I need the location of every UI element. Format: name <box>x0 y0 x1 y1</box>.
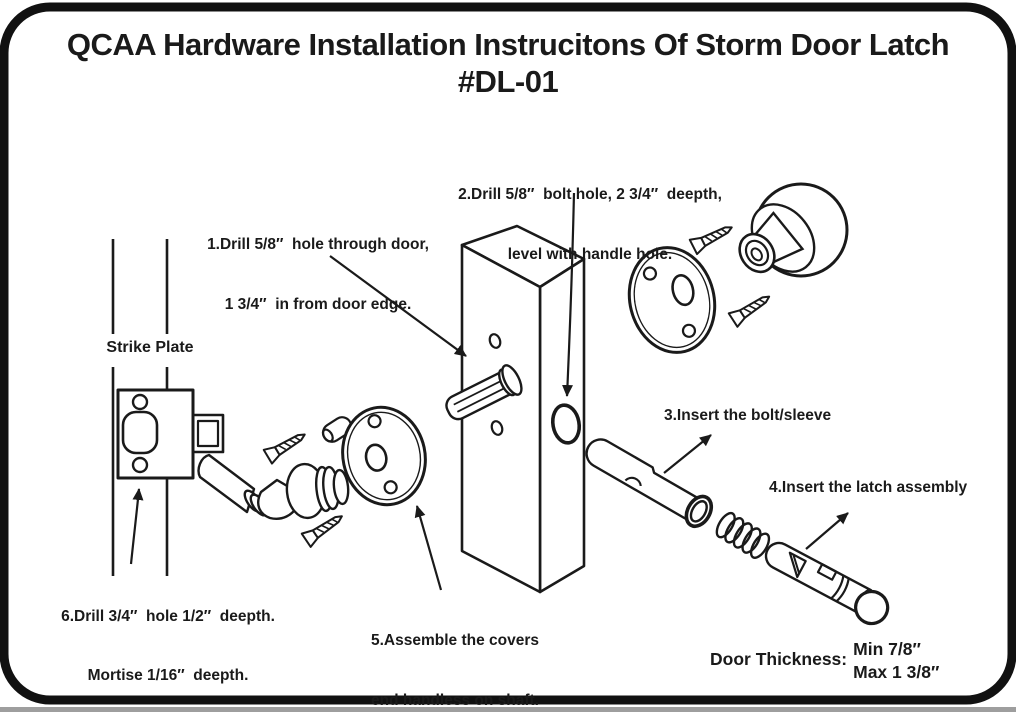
door-thickness-min: Min 7/8″ <box>853 639 921 659</box>
rose-plate-right-drawing <box>627 246 717 354</box>
door-thickness-spec: Door Thickness: Min 7/8″ Max 1 3/8″ <box>710 638 939 684</box>
note-step1: 1.Drill 5/8″ hole through door, 1 3/4″ i… <box>185 195 451 355</box>
arrow-step2 <box>562 192 576 397</box>
spindle-drawing <box>445 364 523 421</box>
scan-edge-artifact <box>0 707 1016 712</box>
arrow-step5 <box>414 505 443 591</box>
note-step5-line1: 5.Assemble the covers <box>370 632 539 649</box>
note-step3: 3.Insert the bolt/sleeve <box>664 407 832 424</box>
note-step2-line2: level with handle hole. <box>507 246 673 263</box>
door-slab-drawing <box>460 224 586 594</box>
note-step4: 4.Insert the latch assembly <box>769 479 968 496</box>
latch-assembly-drawing <box>764 541 890 626</box>
door-thickness-values: Min 7/8″ Max 1 3/8″ <box>853 638 939 684</box>
bolt-sleeve-drawing <box>585 438 714 529</box>
arrow-step4 <box>805 512 849 550</box>
spring-drawing <box>715 511 771 559</box>
note-step5: 5.Assemble the covers end handless on sh… <box>355 591 555 712</box>
door-thickness-label: Door Thickness: <box>710 649 848 669</box>
note-step6-line1: 6.Drill 3/4″ hole 1/2″ deepth. <box>61 608 275 625</box>
note-step1-line2: 1 3/4″ in from door edge. <box>224 296 412 313</box>
note-step2-line1: 2.Drill 5/8″ bolt hole, 2 3/4″ deepth, <box>458 186 722 203</box>
arrow-step6 <box>129 488 144 565</box>
lever-handle-drawing <box>197 453 350 520</box>
note-step6: 6.Drill 3/4″ hole 1/2″ deepth. Mortise 1… <box>28 568 308 712</box>
callout-arrows <box>129 192 849 591</box>
door-thickness-max: Max 1 3/8″ <box>853 662 940 682</box>
note-step2: 2.Drill 5/8″ bolt hole, 2 3/4″ deepth, l… <box>420 145 760 305</box>
note-step6-line2: Mortise 1/16″ deepth. <box>87 666 249 684</box>
strike-plate-drawing <box>116 388 225 480</box>
sheet-title: QCAA Hardware Installation Instrucitons … <box>66 27 950 62</box>
door-knob-drawing <box>738 182 849 278</box>
bolt-hole <box>550 403 582 445</box>
arrow-step1 <box>329 255 467 357</box>
note-step1-line1: 1.Drill 5/8″ hole through door, <box>207 236 429 253</box>
arrow-step3 <box>663 434 712 474</box>
strike-plate-label: Strike Plate <box>106 339 194 356</box>
note-step5-line2: end handless on shaft. <box>371 692 539 709</box>
rose-plate-left-drawing <box>341 405 427 507</box>
lever-grip <box>197 453 256 514</box>
model-number: #DL-01 <box>457 64 559 99</box>
screw-icon <box>262 426 310 465</box>
